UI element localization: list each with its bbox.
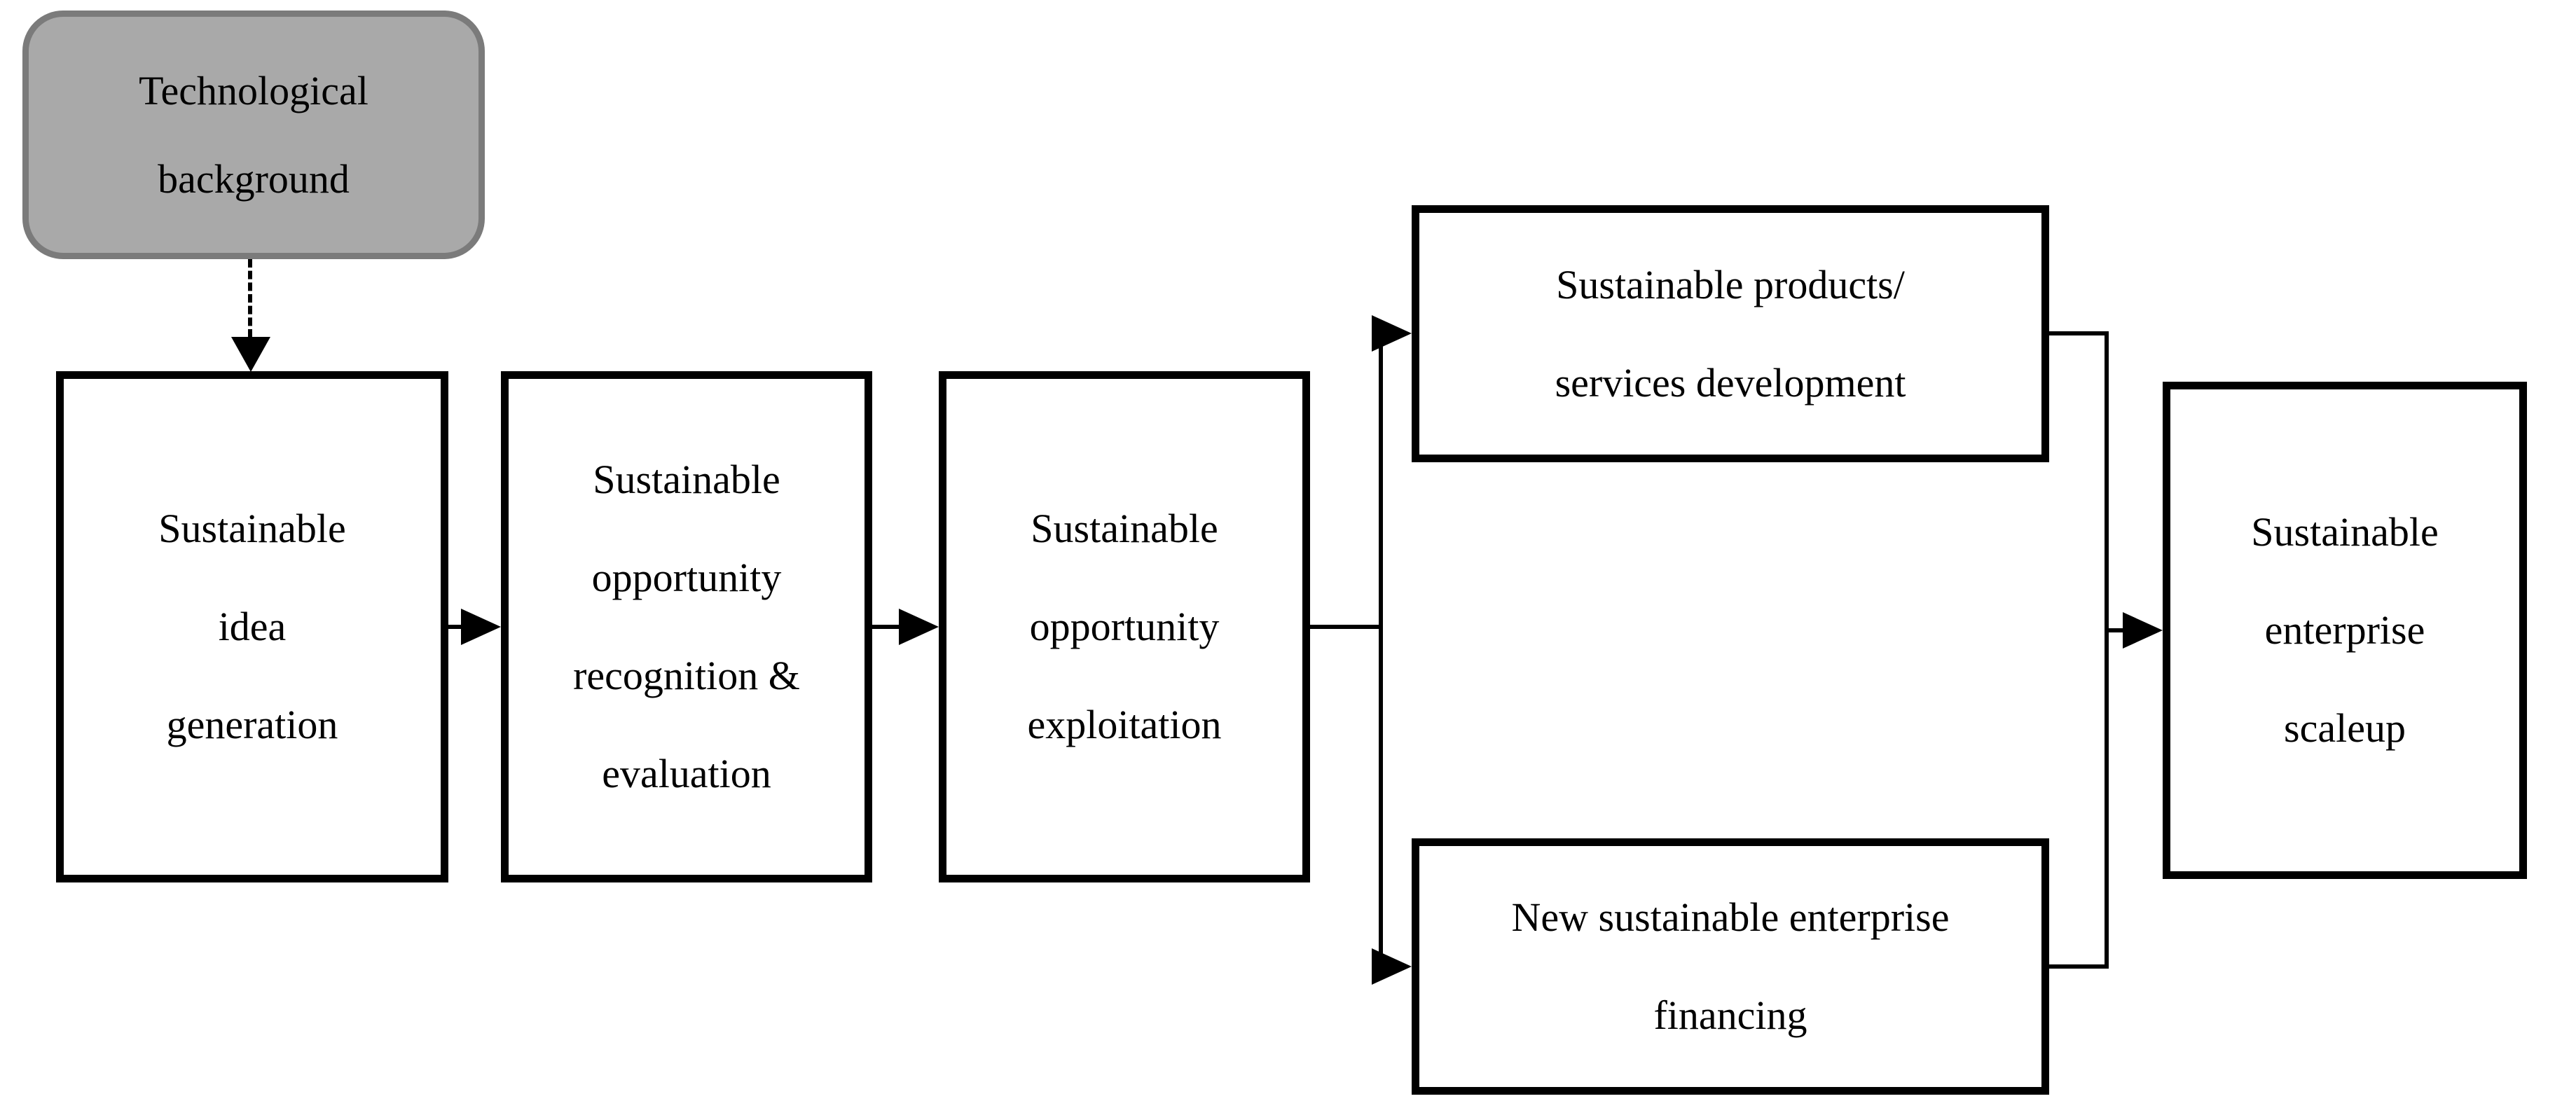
arrow-right-icon xyxy=(899,609,939,645)
arrow-down-icon xyxy=(231,337,270,372)
node-products-services-line-2: services development xyxy=(1555,359,1906,406)
node-technological-background-line-1: Technological xyxy=(139,67,369,113)
node-opportunity-exploitation-line-1: Sustainable xyxy=(1031,506,1218,551)
node-sustainable-idea-generation-line-3: generation xyxy=(166,702,338,747)
node-sustainable-opportunity-recognition-evaluation: Sustainable opportunity recognition & ev… xyxy=(501,371,872,882)
node-products-services-line-1: Sustainable products/ xyxy=(1556,261,1905,307)
arrow-right-icon xyxy=(1372,315,1412,352)
node-sustainable-enterprise-scaleup: Sustainable enterprise scaleup xyxy=(2163,382,2527,879)
arrow-right-icon xyxy=(1372,948,1412,985)
node-enterprise-scaleup-line-3: scaleup xyxy=(2284,705,2406,751)
node-opportunity-recognition-line-2: opportunity xyxy=(591,555,782,600)
node-technological-background: Technological background xyxy=(22,11,485,259)
node-sustainable-idea-generation-line-1: Sustainable xyxy=(158,506,346,551)
node-opportunity-exploitation-line-2: opportunity xyxy=(1029,604,1220,649)
node-technological-background-line-2: background xyxy=(158,155,350,202)
dashed-connector-line xyxy=(248,259,252,338)
node-opportunity-recognition-line-3: recognition & xyxy=(573,653,800,698)
node-opportunity-exploitation-line-3: exploitation xyxy=(1027,702,1222,747)
connector-products-to-merge xyxy=(2049,331,2109,335)
node-enterprise-scaleup-line-1: Sustainable xyxy=(2251,509,2439,555)
node-sustainable-idea-generation: Sustainable idea generation xyxy=(56,371,448,882)
connector-recognition-to-exploitation xyxy=(872,625,902,629)
connector-merge-to-scaleup xyxy=(2105,628,2126,632)
merge-branch-line xyxy=(2105,331,2109,969)
node-opportunity-recognition-line-1: Sustainable xyxy=(593,457,780,502)
connector-financing-to-merge xyxy=(2049,964,2109,969)
split-branch-line xyxy=(1379,331,1383,969)
arrow-right-icon xyxy=(2123,612,2163,649)
node-sustainable-products-services-development: Sustainable products/ services developme… xyxy=(1412,205,2049,462)
connector-exploitation-to-split xyxy=(1310,625,1382,629)
arrow-right-icon xyxy=(461,609,501,645)
node-enterprise-financing-line-2: financing xyxy=(1653,992,1807,1038)
node-enterprise-financing-line-1: New sustainable enterprise xyxy=(1511,894,1950,940)
node-opportunity-recognition-line-4: evaluation xyxy=(602,751,771,796)
node-sustainable-opportunity-exploitation: Sustainable opportunity exploitation xyxy=(939,371,1310,882)
node-enterprise-scaleup-line-2: enterprise xyxy=(2264,607,2425,653)
node-sustainable-idea-generation-line-2: idea xyxy=(218,604,287,649)
node-new-sustainable-enterprise-financing: New sustainable enterprise financing xyxy=(1412,838,2049,1095)
connector-idea-to-recognition xyxy=(448,625,464,629)
